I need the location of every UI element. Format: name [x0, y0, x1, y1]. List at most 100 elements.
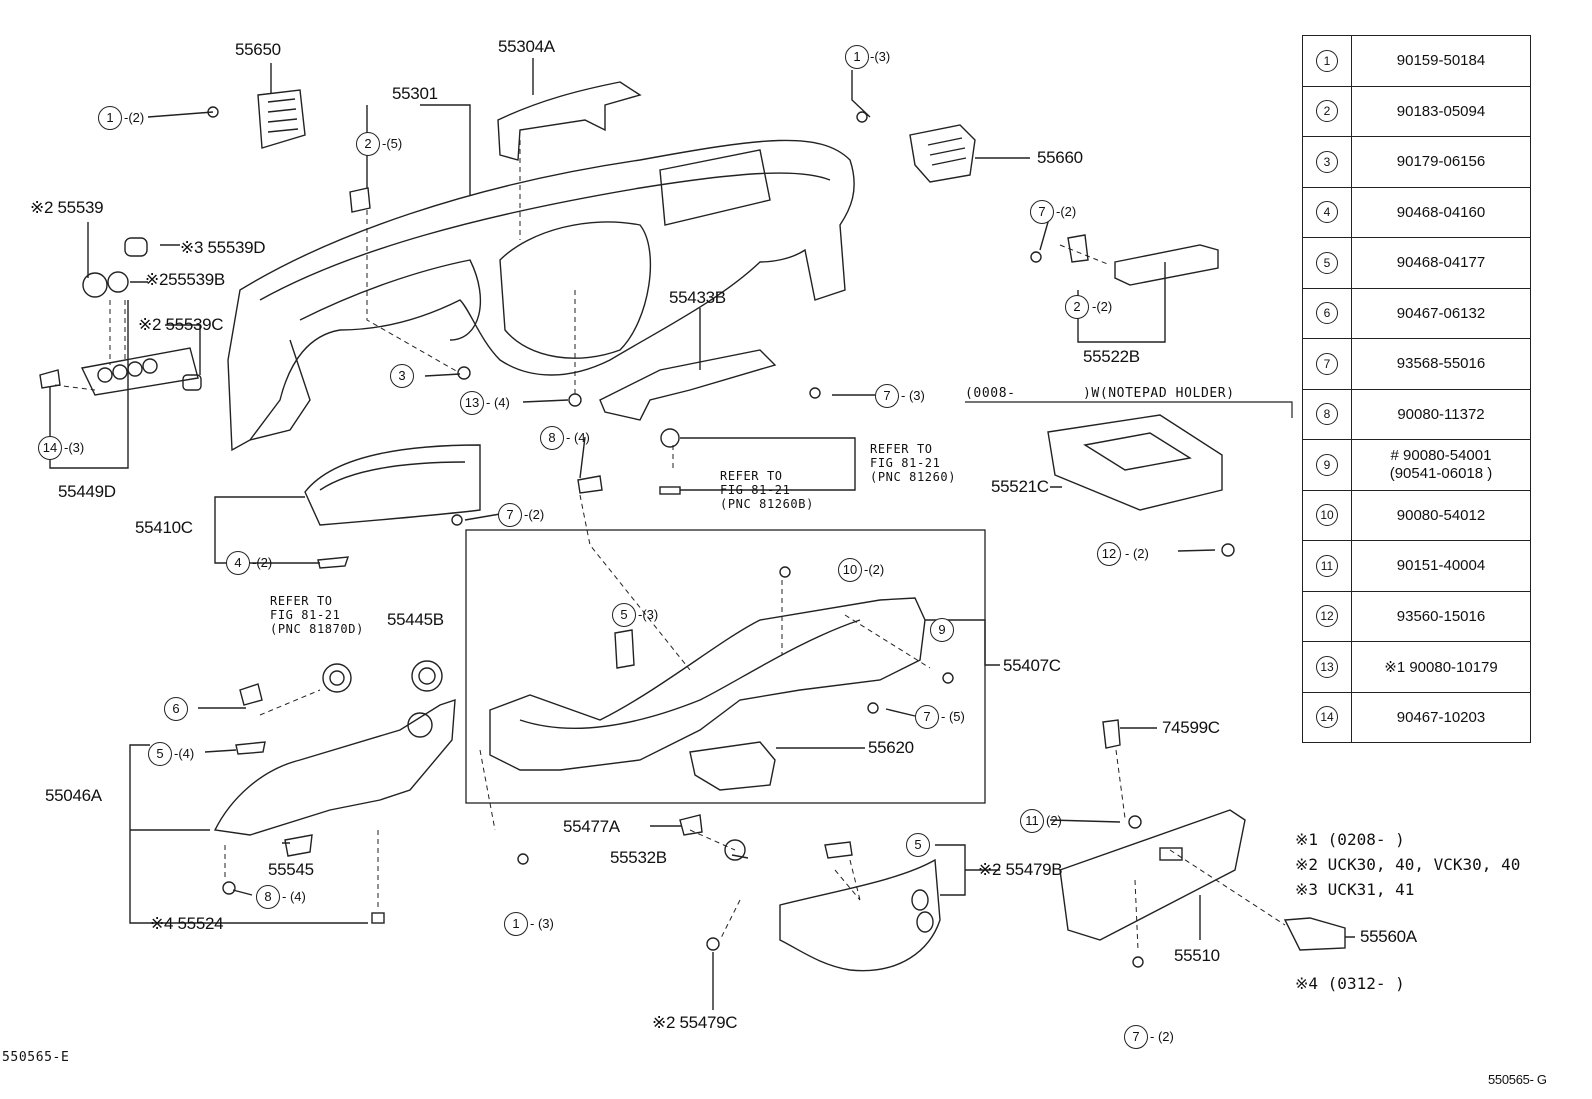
label-55650: 55650: [235, 40, 281, 59]
legend-key: 5: [1302, 237, 1352, 289]
qty: -(4): [174, 746, 195, 761]
legend-row: 13※1 90080-10179: [1302, 641, 1531, 693]
reinforcement-drawing: [497, 81, 642, 161]
ref-pnc-81260b: REFER TO FIG 81-21 (PNC 81260B): [720, 469, 814, 511]
right-vent-drawing: [909, 124, 976, 183]
qty: -(2): [1092, 299, 1113, 314]
qty: - (4): [486, 395, 510, 410]
legend-part-number: 90183-05094: [1351, 85, 1531, 137]
label-55539: ※2 55539: [30, 198, 104, 217]
legend-key: 2: [1302, 85, 1352, 137]
qty: - (2): [1150, 1029, 1174, 1044]
legend-part-number: 93568-55016: [1351, 338, 1531, 390]
legend-part-number: 90179-06156: [1351, 136, 1531, 188]
legend-key: 9: [1302, 439, 1352, 491]
legend-key: 4: [1302, 186, 1352, 238]
legend-part-number: 90468-04160: [1351, 186, 1531, 238]
legend-key: 12: [1302, 590, 1352, 642]
label-55539C: ※2 55539C: [138, 315, 224, 334]
holder-drawing: [1114, 244, 1219, 286]
legend-key: 3: [1302, 136, 1352, 188]
legend-row: 14 90467-10203: [1302, 691, 1531, 743]
label-55510: 55510: [1174, 946, 1220, 965]
qty: -(3): [870, 49, 891, 64]
lock-drawing: [1283, 917, 1346, 951]
label-55560A: 55560A: [1360, 927, 1417, 946]
label-55524: ※4 55524: [150, 914, 224, 933]
callout-8: 8: [256, 885, 280, 909]
ref-pnc-81870d: REFER TO FIG 81-21 (PNC 81870D): [270, 594, 364, 636]
legend-key: 13: [1302, 641, 1352, 693]
callout-1: 1: [845, 45, 869, 69]
legend-key-circle: 4: [1316, 201, 1338, 224]
label-55620: 55620: [868, 738, 914, 757]
legend-part-number: ※1 90080-10179: [1351, 641, 1531, 693]
callout-7: 7: [498, 503, 522, 527]
callout-7: 7: [1030, 200, 1054, 224]
cluster-finish-drawing: [304, 444, 481, 526]
callout-1: 1: [98, 106, 122, 130]
legend-row: 2 90183-05094: [1302, 85, 1531, 137]
legend-row: 3 90179-06156: [1302, 136, 1531, 188]
callout-7: 7: [915, 705, 939, 729]
qty: - (3): [530, 916, 554, 931]
legend-part-number: 90080-54012: [1351, 489, 1531, 541]
callout-12: 12: [1097, 542, 1121, 566]
legend-key-circle: 2: [1316, 100, 1338, 123]
legend-key: 10: [1302, 489, 1352, 541]
callout-1: 1: [504, 912, 528, 936]
callout-7: 7: [1124, 1025, 1148, 1049]
qty: -(2): [864, 562, 885, 577]
callout-11: 11: [1020, 809, 1044, 833]
label-55522B: 55522B: [1083, 347, 1140, 366]
legend-key-circle: 3: [1316, 150, 1338, 173]
bracket-drawing: [599, 349, 777, 421]
legend-part-number: 90467-10203: [1351, 691, 1531, 743]
qty: - (5): [941, 709, 965, 724]
label-55445B: 55445B: [387, 610, 444, 629]
legend-key: 8: [1302, 388, 1352, 440]
lower-left-panel-drawing: [213, 699, 456, 836]
footnote-3: ※3 UCK31, 41: [1295, 880, 1415, 899]
footnote-4: ※4 (0312- ): [1295, 974, 1405, 993]
legend-key-circle: 1: [1316, 49, 1338, 72]
legend-key-circle: 6: [1316, 302, 1338, 325]
legend-part-number: 90151-40004: [1351, 540, 1531, 592]
callout-13: 13: [460, 391, 484, 415]
label-55539D: ※3 55539D: [180, 238, 266, 257]
notepad-holder-drawing: [1047, 414, 1223, 511]
label-55479C: ※2 55479C: [652, 1013, 738, 1032]
label-55532B: 55532B: [610, 848, 667, 867]
legend-key-circle: 14: [1316, 706, 1338, 729]
callout-5: 5: [906, 833, 930, 857]
label-55477A: 55477A: [563, 817, 620, 836]
legend-key-circle: 9: [1316, 453, 1338, 476]
box-drawing: [689, 741, 776, 791]
callout-4: 4: [226, 551, 250, 575]
legend-key-circle: 5: [1316, 251, 1338, 274]
label-55301: 55301: [392, 84, 438, 103]
legend-key-circle: 12: [1316, 605, 1338, 628]
qty: -(3): [64, 440, 85, 455]
ref-pnc-81260: REFER TO FIG 81-21 (PNC 81260): [870, 442, 957, 484]
left-vent-drawing: [257, 89, 306, 149]
legend-key-circle: 8: [1316, 403, 1338, 426]
glove-box-drawing: [1059, 809, 1246, 941]
cover-drawing: [779, 858, 941, 972]
qty: - (4): [282, 889, 306, 904]
qty: -(3): [638, 607, 659, 622]
legend-part-number: 93560-15016: [1351, 590, 1531, 642]
callout-5: 5: [612, 603, 636, 627]
callout-6: 6: [164, 697, 188, 721]
callout-5: 5: [148, 742, 172, 766]
label-55521C: 55521C: [991, 477, 1049, 496]
qty: -(2): [1056, 204, 1077, 219]
footnote-1: ※1 (0208- ): [1295, 830, 1405, 849]
legend-key-circle: 7: [1316, 352, 1338, 375]
callout-7: 7: [875, 384, 899, 408]
label-74599C: 74599C: [1162, 718, 1220, 737]
